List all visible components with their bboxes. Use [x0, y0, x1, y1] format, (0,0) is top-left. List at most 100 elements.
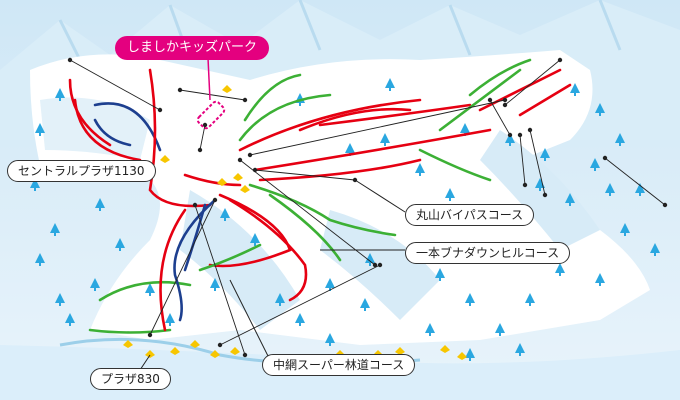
- tree-icon: [210, 278, 220, 288]
- facility-icon: [170, 347, 180, 355]
- tree-trunk: [509, 143, 511, 146]
- tree-trunk: [529, 303, 531, 306]
- tree-icon: [515, 343, 525, 353]
- kids-park-label[interactable]: しましかキッズパーク: [115, 36, 270, 60]
- tree-trunk: [429, 333, 431, 336]
- tree-icon: [525, 293, 535, 303]
- tree-trunk: [169, 323, 171, 326]
- tree-trunk: [619, 143, 621, 146]
- lift-station-icon: [542, 192, 548, 198]
- tree-trunk: [224, 218, 226, 221]
- lift-line: [489, 99, 511, 136]
- tree-trunk: [539, 188, 541, 191]
- ski-course-line: [248, 183, 397, 237]
- tree-trunk: [574, 93, 576, 96]
- tree-icon: [145, 283, 155, 293]
- nakaami-super-rindo-label[interactable]: 中網スーパー林道コース: [262, 354, 416, 376]
- lift-line: [604, 157, 666, 206]
- tree-icon: [360, 298, 370, 308]
- tree-trunk: [39, 263, 41, 266]
- tree-trunk: [439, 278, 441, 281]
- tree-icon: [465, 293, 475, 303]
- lift-line: [504, 59, 561, 106]
- tree-trunk: [609, 193, 611, 196]
- lift-station-icon: [507, 132, 513, 138]
- tree-trunk: [299, 323, 301, 326]
- tree-icon: [35, 253, 45, 263]
- tree-trunk: [389, 88, 391, 91]
- facility-icon: [230, 347, 240, 355]
- ski-course-line: [173, 198, 217, 322]
- ski-course-line: [68, 78, 112, 147]
- tree-trunk: [449, 198, 451, 201]
- facility-icon: [233, 173, 243, 181]
- tree-trunk: [149, 293, 151, 296]
- lift-line: [219, 264, 381, 346]
- tree-trunk: [329, 343, 331, 346]
- lift-line: [249, 99, 506, 156]
- ski-course-line: [98, 280, 192, 302]
- tree-icon: [435, 268, 445, 278]
- central-plaza-label[interactable]: セントラルプラザ1130: [7, 160, 156, 182]
- tree-trunk: [624, 233, 626, 236]
- tree-icon: [495, 323, 505, 333]
- ski-course-line: [258, 158, 422, 182]
- tree-trunk: [639, 193, 641, 196]
- ski-course-line: [183, 173, 242, 187]
- tree-trunk: [364, 308, 366, 311]
- facility-icon: [395, 347, 405, 355]
- lift-station-icon: [527, 127, 533, 133]
- tree-trunk: [119, 248, 121, 251]
- lift-line: [149, 199, 216, 336]
- ski-course-line: [318, 103, 472, 127]
- tree-trunk: [599, 113, 601, 116]
- tree-icon: [365, 253, 375, 263]
- lift-station-icon: [242, 97, 248, 103]
- facility-icon: [222, 85, 232, 93]
- ippon-buna-downhill-label[interactable]: 一本ブナダウンヒルコース: [405, 242, 571, 264]
- ski-course-line: [468, 58, 532, 97]
- tree-trunk: [54, 233, 56, 236]
- tree-group: [30, 78, 660, 361]
- tree-icon: [55, 293, 65, 303]
- ski-course-line: [518, 83, 572, 117]
- tree-trunk: [214, 288, 216, 291]
- maruyama-bypass-label[interactable]: 丸山バイパスコース: [405, 204, 535, 226]
- ski-course-line: [478, 68, 562, 112]
- lift-station-icon: [157, 107, 163, 113]
- tree-icon: [635, 183, 645, 193]
- facility-icon: [210, 350, 220, 358]
- lift-station-icon: [147, 332, 153, 338]
- lift-station-icon: [197, 147, 203, 153]
- mountain-ridge-lines: [58, 0, 622, 61]
- tree-icon: [50, 223, 60, 233]
- ski-course-line: [183, 203, 207, 272]
- kids-park-area[interactable]: [196, 100, 226, 130]
- lift-station-icon: [247, 152, 253, 158]
- ski-course-line: [159, 208, 187, 332]
- tree-icon: [415, 163, 425, 173]
- ski-course-line: [208, 193, 292, 268]
- lift-station-icon: [212, 197, 218, 203]
- tree-icon: [220, 208, 230, 218]
- tree-icon: [35, 123, 45, 133]
- ski-course-line: [73, 98, 142, 162]
- lift-station-icon: [602, 155, 608, 161]
- tree-icon: [460, 123, 470, 133]
- tree-trunk: [99, 208, 101, 211]
- facility-icon: [217, 178, 227, 186]
- plaza-830-label[interactable]: プラザ830: [90, 368, 171, 390]
- tree-icon: [345, 143, 355, 153]
- tree-icon: [325, 278, 335, 288]
- facility-icon: [240, 185, 250, 193]
- tree-trunk: [469, 358, 471, 361]
- tree-icon: [250, 233, 260, 243]
- ski-course-line: [268, 193, 342, 262]
- lift-station-icon: [502, 97, 508, 103]
- tree-icon: [385, 78, 395, 88]
- ski-course-line: [148, 68, 212, 208]
- tree-trunk: [39, 133, 41, 136]
- lift-group: [67, 57, 668, 358]
- tree-icon: [445, 188, 455, 198]
